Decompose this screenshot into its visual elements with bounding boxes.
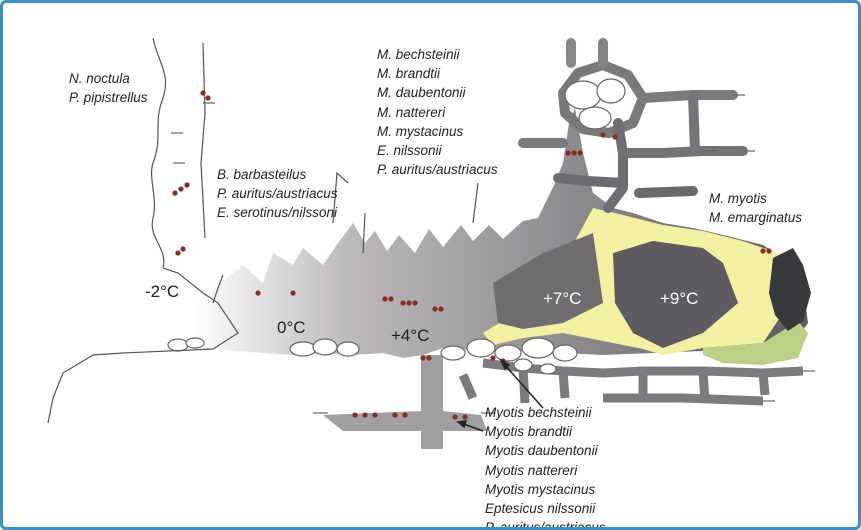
species-name: Myotis mystacinus [485, 480, 606, 499]
species-name: M. myotis [709, 189, 802, 208]
species-name: P. auritus/austriacus [217, 184, 338, 203]
species-name: M. emarginatus [709, 208, 802, 227]
species-name: M. brandtii [377, 64, 498, 83]
species-name: M. mystacinus [377, 122, 498, 141]
species-name: Myotis daubentonii [485, 441, 606, 460]
lower-passage [323, 355, 487, 449]
species-name: Eptesicus nilssonii [485, 499, 606, 518]
species-name: P. auritus/austriacus [485, 518, 606, 530]
species-name: P. auritus/austriacus [377, 160, 498, 179]
species-label-upper-passage: B. barbasteilus P. auritus/austriacus E.… [217, 165, 338, 223]
species-name: Myotis nattereri [485, 461, 606, 480]
temperature-label: 0°C [277, 318, 306, 338]
temperature-label: +7°C [543, 289, 581, 309]
species-name: N. noctula [69, 69, 148, 88]
species-name: E. nilssonii [377, 141, 498, 160]
species-label-entrance: N. noctula P. pipistrellus [69, 69, 148, 107]
species-name: P. pipistrellus [69, 88, 148, 107]
species-name: M. nattereri [377, 103, 498, 122]
species-label-lower: Myotis bechsteinii Myotis brandtii Myoti… [485, 403, 606, 530]
species-name: Myotis bechsteinii [485, 403, 606, 422]
species-name: Myotis brandtii [485, 422, 606, 441]
species-label-upper-chambers: M. bechsteinii M. brandtii M. daubentoni… [377, 45, 498, 179]
temperature-label: +4°C [391, 326, 429, 346]
species-label-deep: M. myotis M. emarginatus [709, 189, 802, 227]
lower-passages [463, 363, 803, 403]
temperature-label: -2°C [145, 282, 179, 302]
species-name: B. barbasteilus [217, 165, 338, 184]
species-name: E. serotinus/nilssoni [217, 203, 338, 222]
species-name: M. bechsteinii [377, 45, 498, 64]
species-name: M. daubentonii [377, 83, 498, 102]
temperature-label: +9°C [660, 289, 698, 309]
